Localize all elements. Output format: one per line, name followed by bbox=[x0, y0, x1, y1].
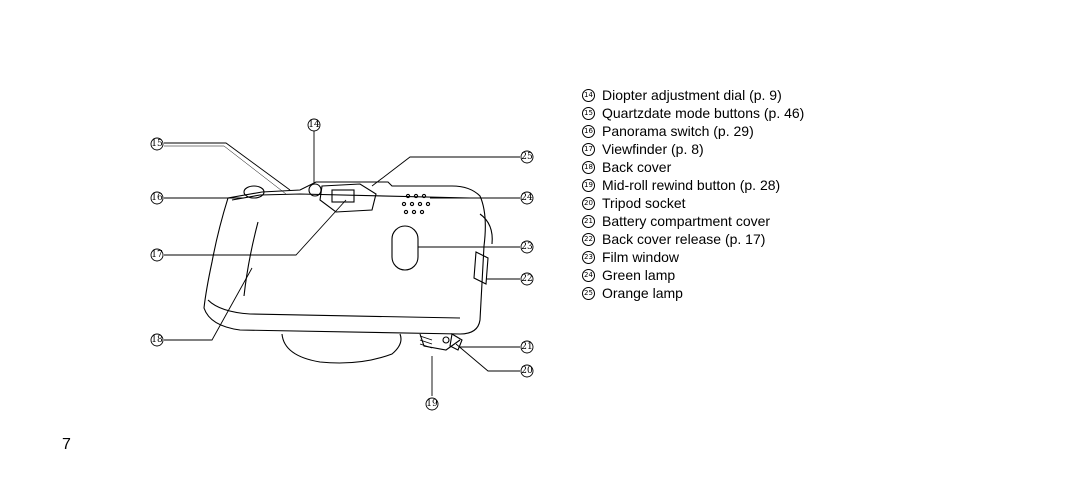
legend-number: 25 bbox=[582, 286, 595, 300]
callout-16-circle bbox=[150, 191, 164, 205]
legend-label: Back cover release (p. 17) bbox=[602, 231, 766, 247]
battery-cover bbox=[449, 333, 463, 351]
leader-20 bbox=[455, 343, 520, 372]
callout-20-circle bbox=[520, 364, 534, 378]
callout-17: 17 bbox=[151, 250, 163, 260]
legend-number: 16 bbox=[582, 124, 595, 138]
lamp-holes bbox=[401, 193, 431, 215]
legend-item: 22 Back cover release (p. 17) bbox=[582, 230, 804, 248]
legend-number: 18 bbox=[582, 160, 595, 174]
callout-22: 22 bbox=[521, 274, 532, 284]
legend-item: 25 Orange lamp bbox=[582, 284, 804, 302]
legend-label: Green lamp bbox=[602, 267, 676, 283]
callout-20: 20 bbox=[521, 366, 533, 376]
viewfinder bbox=[319, 183, 377, 213]
legend-item: 23 Film window bbox=[582, 248, 804, 266]
camera-diagram: 14 15 16 17 18 19 20 21 22 23 24 25 bbox=[150, 118, 534, 411]
legend-number: 15 bbox=[582, 106, 595, 120]
legend-item: 14 Diopter adjustment dial (p. 9) bbox=[582, 86, 804, 104]
parts-legend: 14 Diopter adjustment dial (p. 9) 15 Quart… bbox=[582, 86, 805, 302]
legend-item: 21 Battery compartment cover bbox=[582, 212, 804, 230]
legend-label: Film window bbox=[602, 249, 680, 265]
callout-25: 25 bbox=[521, 152, 533, 162]
callout-18-circle bbox=[150, 333, 164, 347]
leader-15 bbox=[164, 142, 291, 191]
callout-22-circle bbox=[520, 272, 534, 286]
callout-21: 21 bbox=[521, 342, 532, 352]
callout-14: 14 bbox=[308, 120, 320, 130]
legend-number: 14 bbox=[582, 88, 595, 102]
legend-item: 16 Panorama switch (p. 29) bbox=[582, 122, 804, 140]
callout-24: 24 bbox=[521, 193, 533, 203]
legend-label: Battery compartment cover bbox=[602, 213, 771, 229]
legend-label: Viewfinder (p. 8) bbox=[602, 141, 704, 157]
legend-number: 22 bbox=[582, 232, 595, 246]
callout-17-circle bbox=[150, 248, 164, 262]
leader-18 bbox=[164, 267, 253, 341]
legend-item: 20 Tripod socket bbox=[582, 194, 804, 212]
callout-21-circle bbox=[520, 340, 534, 354]
legend-label: Diopter adjustment dial (p. 9) bbox=[602, 87, 782, 103]
legend-item: 19 Mid-roll rewind button (p. 28) bbox=[582, 176, 804, 194]
callout-23-circle bbox=[520, 240, 534, 254]
callout-23: 23 bbox=[521, 242, 533, 252]
callout-15: 15 bbox=[151, 139, 163, 149]
legend-label: Back cover bbox=[602, 159, 672, 175]
legend-item: 18 Back cover bbox=[582, 158, 804, 176]
tripod-socket bbox=[442, 336, 450, 344]
callout-16: 16 bbox=[151, 193, 163, 203]
callout-14-circle bbox=[307, 118, 321, 132]
page-number: 7 bbox=[62, 436, 71, 453]
legend-label: Quartzdate mode buttons (p. 46) bbox=[602, 105, 805, 121]
legend-label: Mid-roll rewind button (p. 28) bbox=[602, 177, 781, 193]
legend-number: 21 bbox=[582, 214, 595, 228]
legend-item: 15 Quartzdate mode buttons (p. 46) bbox=[582, 104, 805, 122]
legend-item: 17 Viewfinder (p. 8) bbox=[582, 140, 804, 158]
leader-17 bbox=[164, 199, 347, 256]
callout-15-circle bbox=[150, 137, 164, 151]
panorama-switch bbox=[243, 185, 265, 199]
legend-number: 19 bbox=[582, 178, 595, 192]
leader-25 bbox=[371, 156, 520, 187]
callout-24-circle bbox=[520, 191, 534, 205]
legend-number: 17 bbox=[582, 142, 595, 156]
back-cover-seam bbox=[243, 221, 259, 297]
legend-number: 24 bbox=[582, 268, 595, 282]
callout-19: 19 bbox=[426, 399, 438, 409]
camera-body bbox=[203, 181, 486, 335]
legend-label: Tripod socket bbox=[602, 195, 686, 211]
diopter-dial bbox=[308, 183, 322, 197]
callout-25-circle bbox=[520, 150, 534, 164]
film-window bbox=[391, 225, 419, 271]
camera-back-illustration: 14 15 16 17 18 19 20 21 22 23 24 25 bbox=[150, 118, 534, 411]
legend-number: 20 bbox=[582, 196, 595, 210]
camera-grip bbox=[281, 333, 402, 364]
legend-label: Panorama switch (p. 29) bbox=[602, 123, 754, 139]
legend-label: Orange lamp bbox=[602, 285, 683, 301]
legend-number: 23 bbox=[582, 250, 595, 264]
callout-18: 18 bbox=[151, 335, 163, 345]
legend-item: 24 Green lamp bbox=[582, 266, 804, 284]
callout-19-circle bbox=[425, 397, 439, 411]
